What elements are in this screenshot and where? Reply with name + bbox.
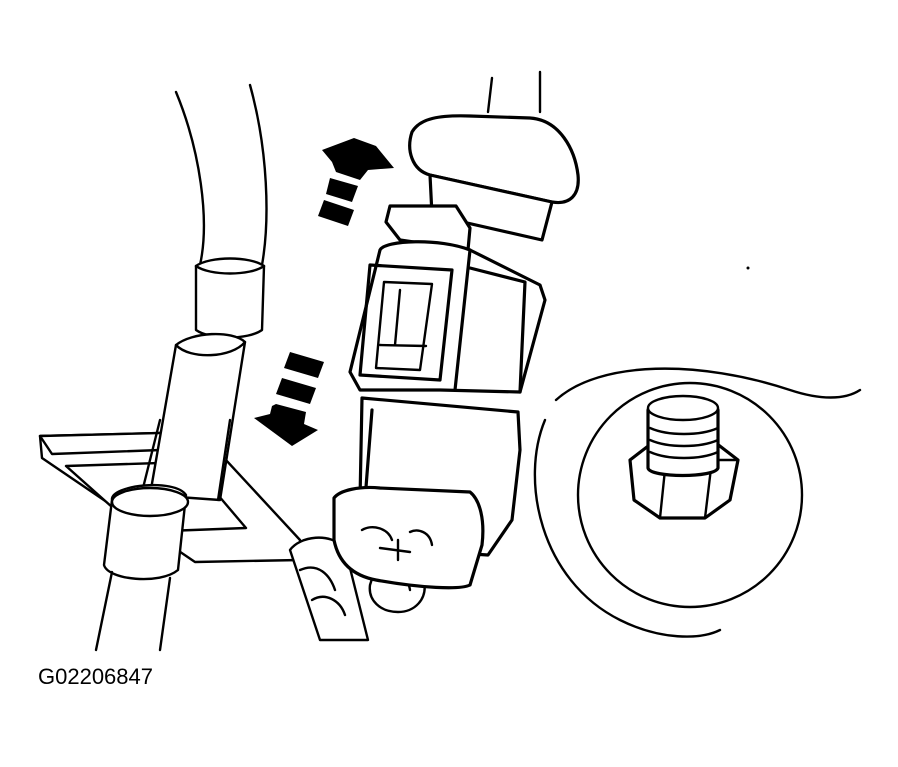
upper-wire bbox=[486, 70, 542, 114]
arrow-down-icon bbox=[254, 352, 324, 446]
grommet bbox=[94, 483, 190, 652]
wiring-harness-tube bbox=[138, 83, 268, 502]
bolt bbox=[628, 394, 740, 520]
arrow-up-icon bbox=[318, 138, 394, 226]
figure-id-label: G02206847 bbox=[38, 664, 153, 689]
connector-boot bbox=[408, 114, 580, 242]
speck bbox=[746, 266, 750, 270]
connector-upper-half bbox=[348, 204, 547, 394]
connector-lower-half bbox=[332, 396, 522, 590]
hub-housing bbox=[533, 367, 862, 638]
